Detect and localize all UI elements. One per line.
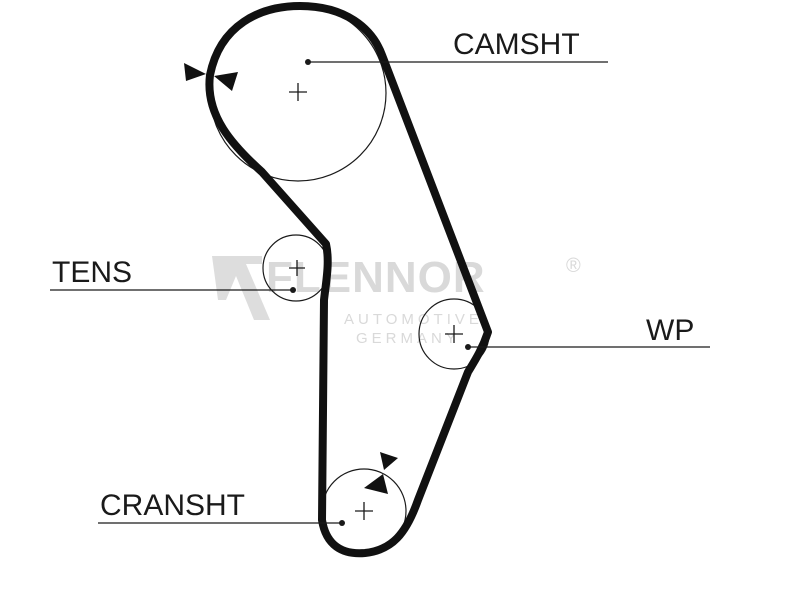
watermark-line1: AUTOMOTIVE bbox=[344, 311, 483, 328]
watermark-brand: FLENNOR bbox=[266, 253, 486, 302]
crankshaft-leader-dot bbox=[339, 520, 345, 526]
camshaft-center-icon bbox=[289, 83, 307, 101]
leader-dots bbox=[290, 59, 471, 526]
watermark-emblem bbox=[212, 256, 270, 320]
water-pump-leader-dot bbox=[465, 344, 471, 350]
leader-lines bbox=[50, 61, 710, 524]
watermark-registered: ® bbox=[566, 255, 581, 277]
watermark-logo: FLENNOR ® AUTOMOTIVE GERMANY bbox=[212, 253, 581, 347]
water-pump-label: WP bbox=[646, 314, 694, 347]
watermark-line2: GERMANY bbox=[356, 330, 460, 347]
tensioner-leader-dot bbox=[290, 287, 296, 293]
pulley-centers bbox=[289, 83, 463, 520]
camshaft-label: CAMSHT bbox=[453, 28, 580, 61]
tensioner-center-icon bbox=[289, 260, 305, 276]
crankshaft-center-icon bbox=[355, 502, 373, 520]
crankshaft-timing-mark-icon bbox=[364, 452, 398, 494]
timing-marks bbox=[184, 63, 398, 494]
tensioner-label: TENS bbox=[52, 256, 132, 289]
water-pump-center-icon bbox=[445, 325, 463, 343]
camshaft-leader-dot bbox=[305, 59, 311, 65]
camshaft-timing-mark-icon bbox=[184, 63, 238, 91]
timing-belt bbox=[205, 2, 492, 558]
crankshaft-label: CRANSHT bbox=[100, 489, 245, 522]
